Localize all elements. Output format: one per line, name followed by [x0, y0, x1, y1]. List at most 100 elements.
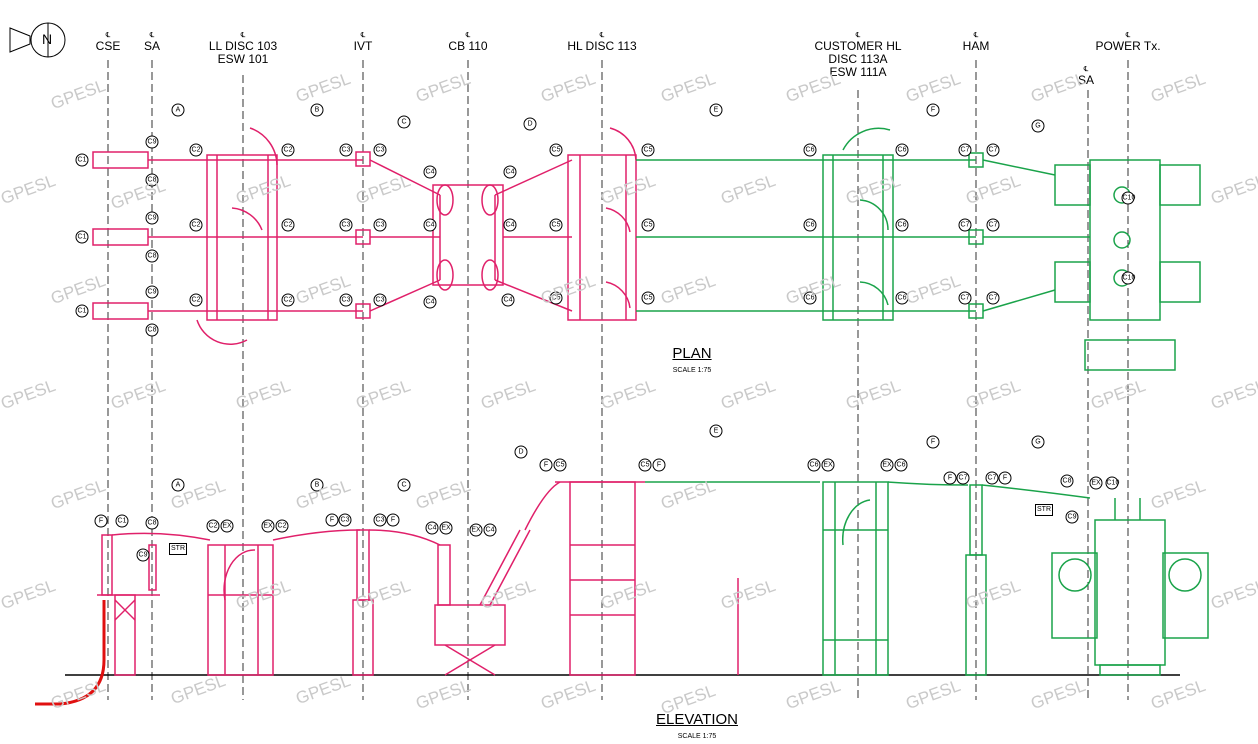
component-bubble: C3: [373, 293, 387, 307]
component-bubble: C2: [281, 143, 295, 157]
tag-bubble: C6: [894, 458, 908, 472]
north-arrow-icon: [9, 22, 66, 58]
component-bubble: C7: [986, 291, 1000, 305]
component-bubble: C6: [803, 218, 817, 232]
col-label-sa: ℄SA: [144, 32, 160, 53]
col-label-cse: ℄CSE: [96, 32, 121, 53]
tag-bubble: C3: [373, 513, 387, 527]
elevation-new-equipment: [645, 481, 1209, 676]
section-bubble: D: [514, 445, 528, 459]
component-bubble: C7: [958, 143, 972, 157]
col-label-line: LL DISC 103: [208, 39, 278, 53]
col-label-line: HAM: [962, 39, 990, 53]
col-label-ivt: ℄IVT: [354, 32, 373, 53]
component-bubble: C8: [145, 249, 159, 263]
centerline-mark: ℄: [149, 32, 155, 39]
tag-bubble: EX: [1089, 476, 1103, 490]
component-bubble: C7: [986, 218, 1000, 232]
col-label-line: ESW 111A: [829, 65, 887, 79]
component-bubble: C6: [895, 218, 909, 232]
component-bubble: C9: [145, 285, 159, 299]
elevation-scale: SCALE 1:75: [677, 733, 717, 740]
section-bubble: G: [1031, 435, 1045, 449]
tag-bubble: C8: [1060, 474, 1074, 488]
tag-bubble: C7: [985, 471, 999, 485]
component-bubble: C2: [189, 143, 203, 157]
component-bubble: C5: [549, 218, 563, 232]
tag-bubble: C5: [553, 458, 567, 472]
tag-bubble: C9: [1065, 510, 1079, 524]
centerline-mark: ℄: [973, 32, 979, 39]
component-bubble: C1: [75, 304, 89, 318]
component-bubble: C4: [423, 165, 437, 179]
component-bubble: C3: [373, 218, 387, 232]
component-bubble: C4: [503, 218, 517, 232]
col-label-line: CB 110: [448, 39, 488, 53]
str-tag: STR: [1035, 504, 1053, 516]
section-bubble: F: [926, 103, 940, 117]
plan-new-equipment: [636, 127, 1201, 371]
section-bubble: A: [171, 103, 185, 117]
tag-bubble: C8: [145, 516, 159, 530]
component-bubble: C5: [549, 291, 563, 305]
earth-cable: [35, 600, 106, 706]
section-bubble: F: [926, 435, 940, 449]
component-bubble: C7: [986, 143, 1000, 157]
centerline-mark: ℄: [1125, 32, 1131, 39]
component-bubble: C2: [189, 293, 203, 307]
tag-bubble: EX: [439, 521, 453, 535]
component-bubble: C1: [75, 230, 89, 244]
centerline-mark: ℄: [240, 32, 246, 39]
tag-bubble: F: [539, 458, 553, 472]
component-bubble: C6: [803, 291, 817, 305]
component-bubble: C3: [339, 143, 353, 157]
component-bubble: C3: [339, 218, 353, 232]
tag-bubble: C10: [1105, 476, 1119, 490]
centerline-mark: ℄: [1083, 66, 1089, 73]
tag-bubble: EX: [220, 519, 234, 533]
tag-bubble: C5: [638, 458, 652, 472]
col-label-hl-disc: ℄HL DISC 113: [567, 32, 636, 53]
component-bubble: C5: [641, 143, 655, 157]
tag-bubble: F: [652, 458, 666, 472]
centerline-mark: ℄: [465, 32, 471, 39]
component-bubble: C8: [145, 323, 159, 337]
component-bubble: C7: [958, 291, 972, 305]
component-bubble: C3: [339, 293, 353, 307]
plan-existing-equipment: [92, 127, 637, 345]
centerline-mark: ℄: [105, 32, 111, 39]
tag-bubble: F: [386, 513, 400, 527]
compass-letter: N: [42, 31, 53, 47]
col-label-ham: ℄HAM: [963, 32, 990, 53]
component-bubble: C6: [803, 143, 817, 157]
col-label-line: POWER Tx.: [1095, 39, 1161, 53]
section-bubble: E: [709, 424, 723, 438]
section-bubble: E: [709, 103, 723, 117]
centerline-mark: ℄: [855, 32, 861, 39]
col-label-line: IVT: [353, 39, 373, 53]
component-bubble: C10: [1121, 271, 1135, 285]
section-bubble: G: [1031, 119, 1045, 133]
col-label-line: DISC 113A: [828, 52, 888, 66]
col-label-power-tx: ℄POWER Tx.: [1095, 32, 1160, 53]
plan-scale: SCALE 1:75: [672, 367, 712, 374]
tag-bubble: F: [943, 471, 957, 485]
component-bubble: C9: [145, 135, 159, 149]
tag-bubble: C3: [338, 513, 352, 527]
component-bubble: C2: [281, 293, 295, 307]
str-tag: STR: [169, 543, 187, 555]
component-bubble: C1: [75, 153, 89, 167]
component-bubble: C2: [281, 218, 295, 232]
component-bubble: C4: [503, 165, 517, 179]
col-label-line: SA: [143, 39, 161, 53]
plan-title: PLAN: [672, 345, 712, 362]
elevation-title: ELEVATION: [656, 711, 738, 728]
centerlines: [107, 60, 1129, 700]
tag-bubble: F: [94, 514, 108, 528]
section-bubble: B: [310, 478, 324, 492]
tag-bubble: C2: [275, 519, 289, 533]
section-bubble: A: [171, 478, 185, 492]
